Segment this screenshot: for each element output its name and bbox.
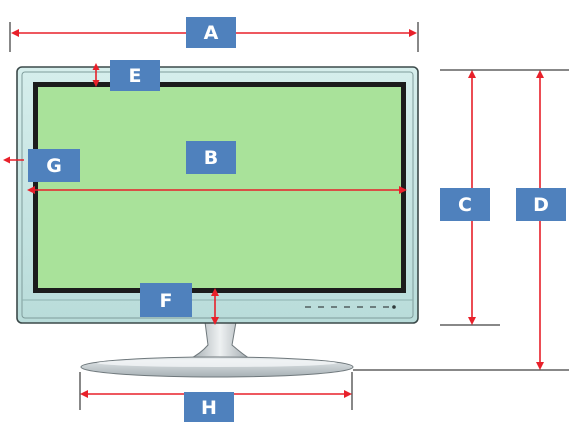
label-b: B — [186, 141, 236, 174]
arrow-f — [211, 288, 219, 325]
label-a-text: A — [204, 22, 219, 44]
label-h: H — [184, 392, 234, 422]
label-c-text: C — [458, 194, 472, 216]
control-buttons — [305, 305, 396, 309]
stand-base-highlight — [97, 359, 337, 367]
power-button — [392, 305, 396, 309]
arrow-b — [27, 186, 407, 194]
label-g-text: G — [46, 155, 62, 177]
label-f: F — [140, 283, 192, 317]
monitor-body — [16, 66, 419, 324]
extension-lines — [9, 22, 569, 410]
label-g: G — [28, 149, 80, 182]
label-c: C — [440, 188, 490, 221]
label-b-text: B — [204, 147, 218, 169]
label-e-text: E — [129, 65, 142, 87]
label-f-text: F — [160, 290, 173, 312]
label-e: E — [110, 60, 160, 91]
arrow-e — [92, 63, 100, 87]
dimension-labels: A B C D E F G H — [28, 17, 566, 422]
label-d-text: D — [533, 194, 549, 216]
arrow-g — [3, 156, 24, 164]
label-h-text: H — [201, 397, 217, 419]
monitor-stand — [80, 321, 354, 378]
label-d: D — [516, 188, 566, 221]
screen — [38, 87, 401, 288]
label-a: A — [186, 17, 236, 48]
stand-neck — [187, 321, 254, 361]
